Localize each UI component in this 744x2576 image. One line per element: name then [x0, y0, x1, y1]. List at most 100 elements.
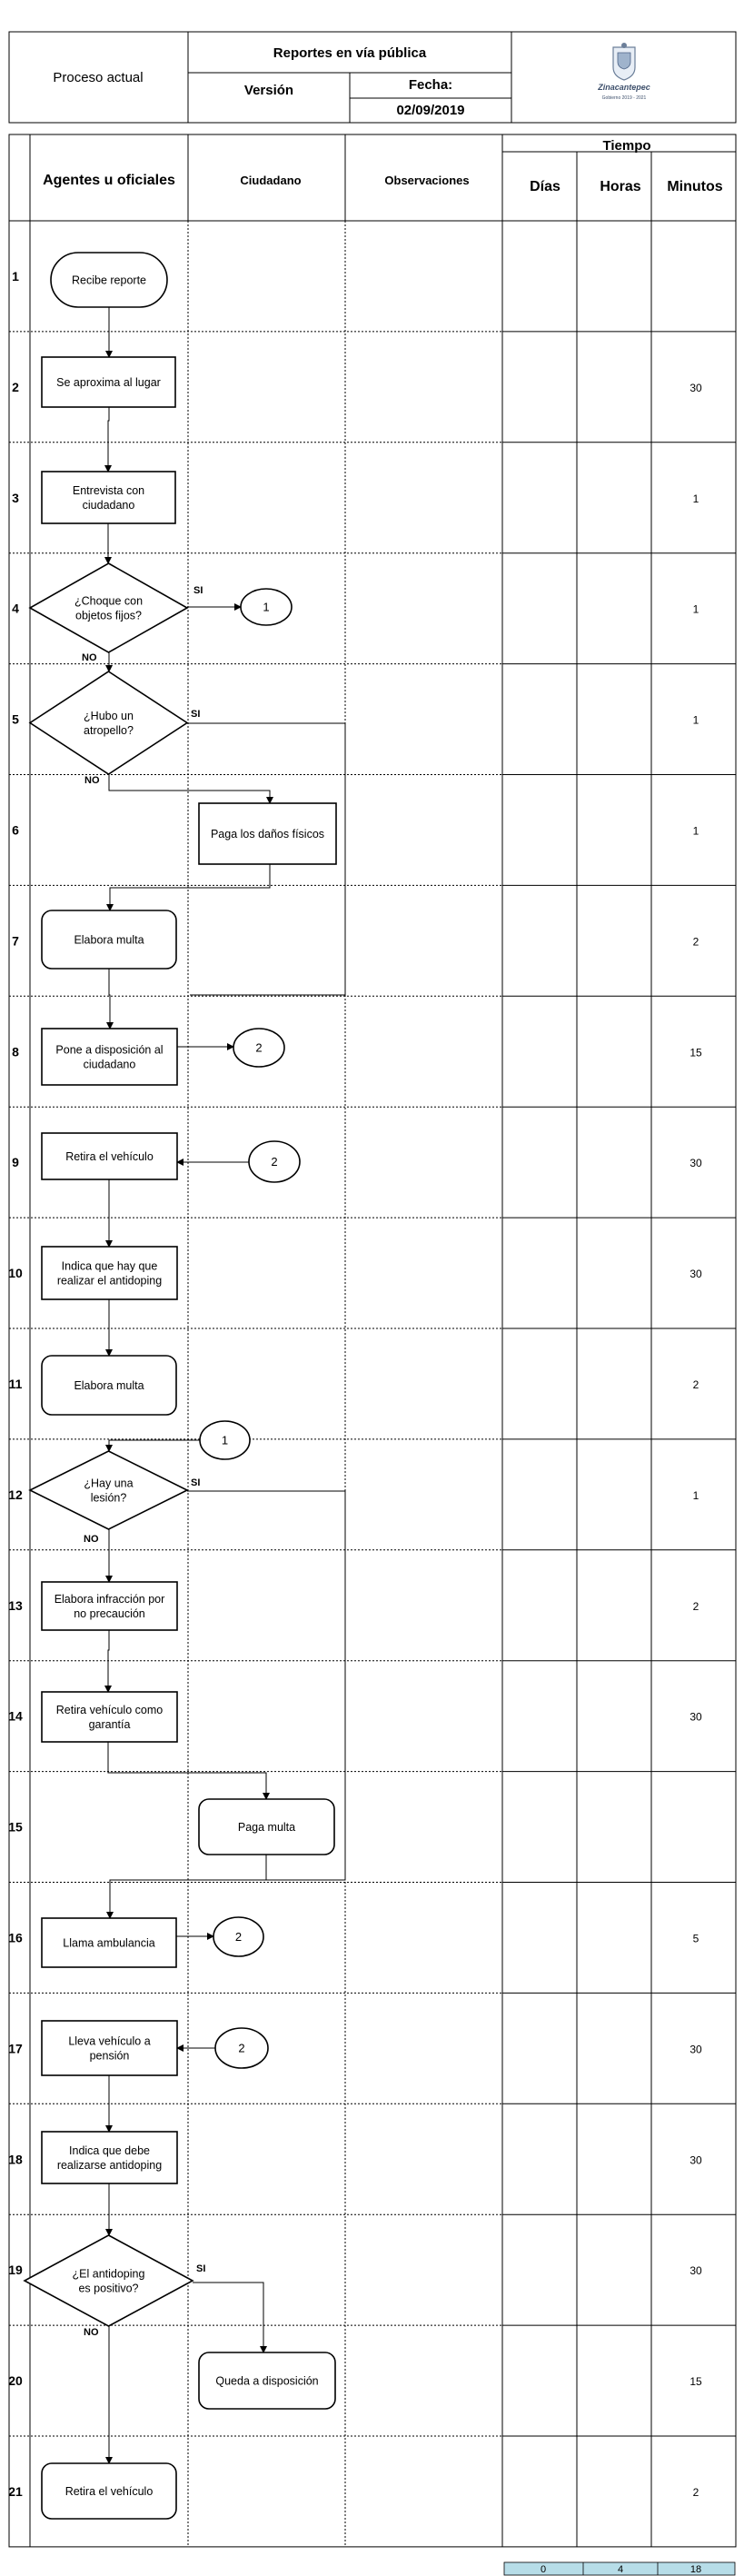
row-number: 17: [8, 2041, 23, 2055]
shape-label: Lleva vehículo a: [68, 2035, 150, 2048]
row-number: 5: [12, 712, 19, 727]
shape-label: Elabora multa: [74, 934, 144, 947]
flowchart-connector-c8: 2: [233, 1028, 285, 1068]
row-minutes: 30: [689, 1157, 702, 1169]
shape-label: Retira el vehículo: [65, 1150, 154, 1163]
shape-label: 1: [263, 601, 269, 614]
branch-label-no4: NO: [82, 652, 97, 663]
header-block: Proceso actual Reportes en vía pública V…: [8, 31, 737, 124]
shape-label: Entrevista con: [73, 484, 144, 497]
shape-label: 2: [238, 2042, 244, 2055]
shape-label: ¿Choque con: [74, 595, 143, 608]
shape-label: 2: [255, 1041, 262, 1055]
branch-label-si5: SI: [191, 709, 200, 720]
row-minutes: 2: [693, 1600, 699, 1613]
shape-label: Queda a disposición: [215, 2375, 318, 2388]
shape-label: ¿Hay una: [84, 1477, 133, 1490]
flowchart-decision-s12: ¿Hay una lesión?: [28, 1450, 189, 1530]
row-minutes: 1: [693, 824, 699, 837]
column-header-observations: Observaciones: [384, 174, 469, 187]
logo-name: Zinacantepec: [597, 83, 650, 92]
flowchart-process-s3: Entrevista con ciudadano: [41, 471, 176, 524]
row-number: 12: [8, 1487, 23, 1502]
column-header-hours: Horas: [600, 179, 640, 194]
logo-subtitle: Gobierno 2019 - 2021: [602, 95, 647, 101]
row-number: 14: [8, 1709, 23, 1724]
row-number: 10: [8, 1266, 23, 1280]
shape-label: Indica que hay que: [62, 1260, 158, 1273]
branch-label-no5: NO: [84, 775, 100, 786]
flowchart-process-s16: Llama ambulancia: [41, 1917, 177, 1968]
flowchart-process-s17: Lleva vehículo a pensión: [41, 2020, 178, 2076]
row-minutes: 30: [689, 1268, 702, 1280]
row-number: 13: [8, 1598, 23, 1613]
row-minutes: 30: [689, 1711, 702, 1724]
row-number: 1: [12, 269, 19, 283]
row-number: 19: [8, 2263, 23, 2277]
shape-label: garantía: [89, 1718, 131, 1731]
total-minutes: 18: [690, 2564, 701, 2575]
row-number: 3: [12, 491, 19, 505]
shape-label: 2: [271, 1155, 277, 1169]
row-number: 16: [8, 1930, 23, 1944]
flowchart-connector-c17: 2: [214, 2027, 269, 2069]
shape-label: realizar el antidoping: [57, 1275, 162, 1288]
shape-label: ciudadano: [83, 499, 135, 512]
shape-label: no precaución: [74, 1607, 145, 1620]
row-minutes: 15: [689, 2375, 702, 2388]
total-days: 0: [541, 2564, 546, 2575]
row-number: 7: [12, 933, 19, 948]
branch-label-si4: SI: [193, 585, 203, 596]
shape-label: pensión: [90, 2050, 130, 2063]
date-value: 02/09/2019: [396, 103, 464, 118]
report-title: Reportes en vía pública: [273, 45, 427, 61]
flowchart-decision-s4: ¿Choque con objetos fijos?: [28, 562, 189, 653]
row-number: 21: [8, 2484, 23, 2499]
row-number: 6: [12, 822, 19, 837]
branch-label-no12: NO: [84, 1534, 99, 1545]
date-label: Fecha:: [409, 77, 452, 93]
column-header-citizen: Ciudadano: [240, 174, 301, 187]
shape-label: 2: [235, 1930, 242, 1944]
total-hours: 4: [618, 2564, 623, 2575]
row-minutes: 2: [693, 935, 699, 948]
shape-label: ¿Hubo un: [84, 710, 134, 722]
row-number: 11: [9, 1377, 23, 1391]
shape-label: ciudadano: [84, 1059, 136, 1071]
process-label: Proceso actual: [53, 70, 143, 85]
row-number: 20: [8, 2373, 23, 2388]
flowchart-connector-c16: 2: [213, 1916, 264, 1957]
shape-label: lesión?: [91, 1492, 127, 1505]
row-minutes: 2: [693, 2486, 699, 2499]
row-minutes: 15: [689, 1046, 702, 1059]
shape-label: 1: [222, 1434, 228, 1447]
flowchart-terminal-s1: Recibe reporte: [50, 252, 168, 308]
row-minutes: 1: [693, 603, 699, 616]
flowchart-connector-c4: 1: [240, 588, 293, 626]
column-header-minutes: Minutos: [667, 179, 722, 194]
flowchart-connector-c12: 1: [199, 1420, 251, 1460]
flowchart-rounded-s11: Elabora multa: [41, 1355, 177, 1416]
totals-row: 0 4 18: [503, 2561, 736, 2576]
row-minutes: 30: [689, 2153, 702, 2166]
column-header-days: Días: [530, 179, 560, 194]
shape-label: objetos fijos?: [75, 610, 142, 622]
shape-label: Elabora multa: [74, 1379, 144, 1392]
row-number: 8: [12, 1044, 19, 1059]
row-minutes: 1: [693, 1489, 699, 1502]
flowchart-process-s6: Paga los daños físicos: [198, 802, 337, 865]
row-minutes: 2: [693, 1378, 699, 1391]
column-header-agents: Agentes u oficiales: [43, 173, 175, 188]
swimlane-grid: [8, 134, 737, 2548]
row-minutes: 30: [689, 382, 702, 394]
shape-label: Llama ambulancia: [63, 1937, 154, 1950]
row-number: 9: [12, 1155, 19, 1169]
shape-label: Retira el vehículo: [65, 2485, 154, 2498]
